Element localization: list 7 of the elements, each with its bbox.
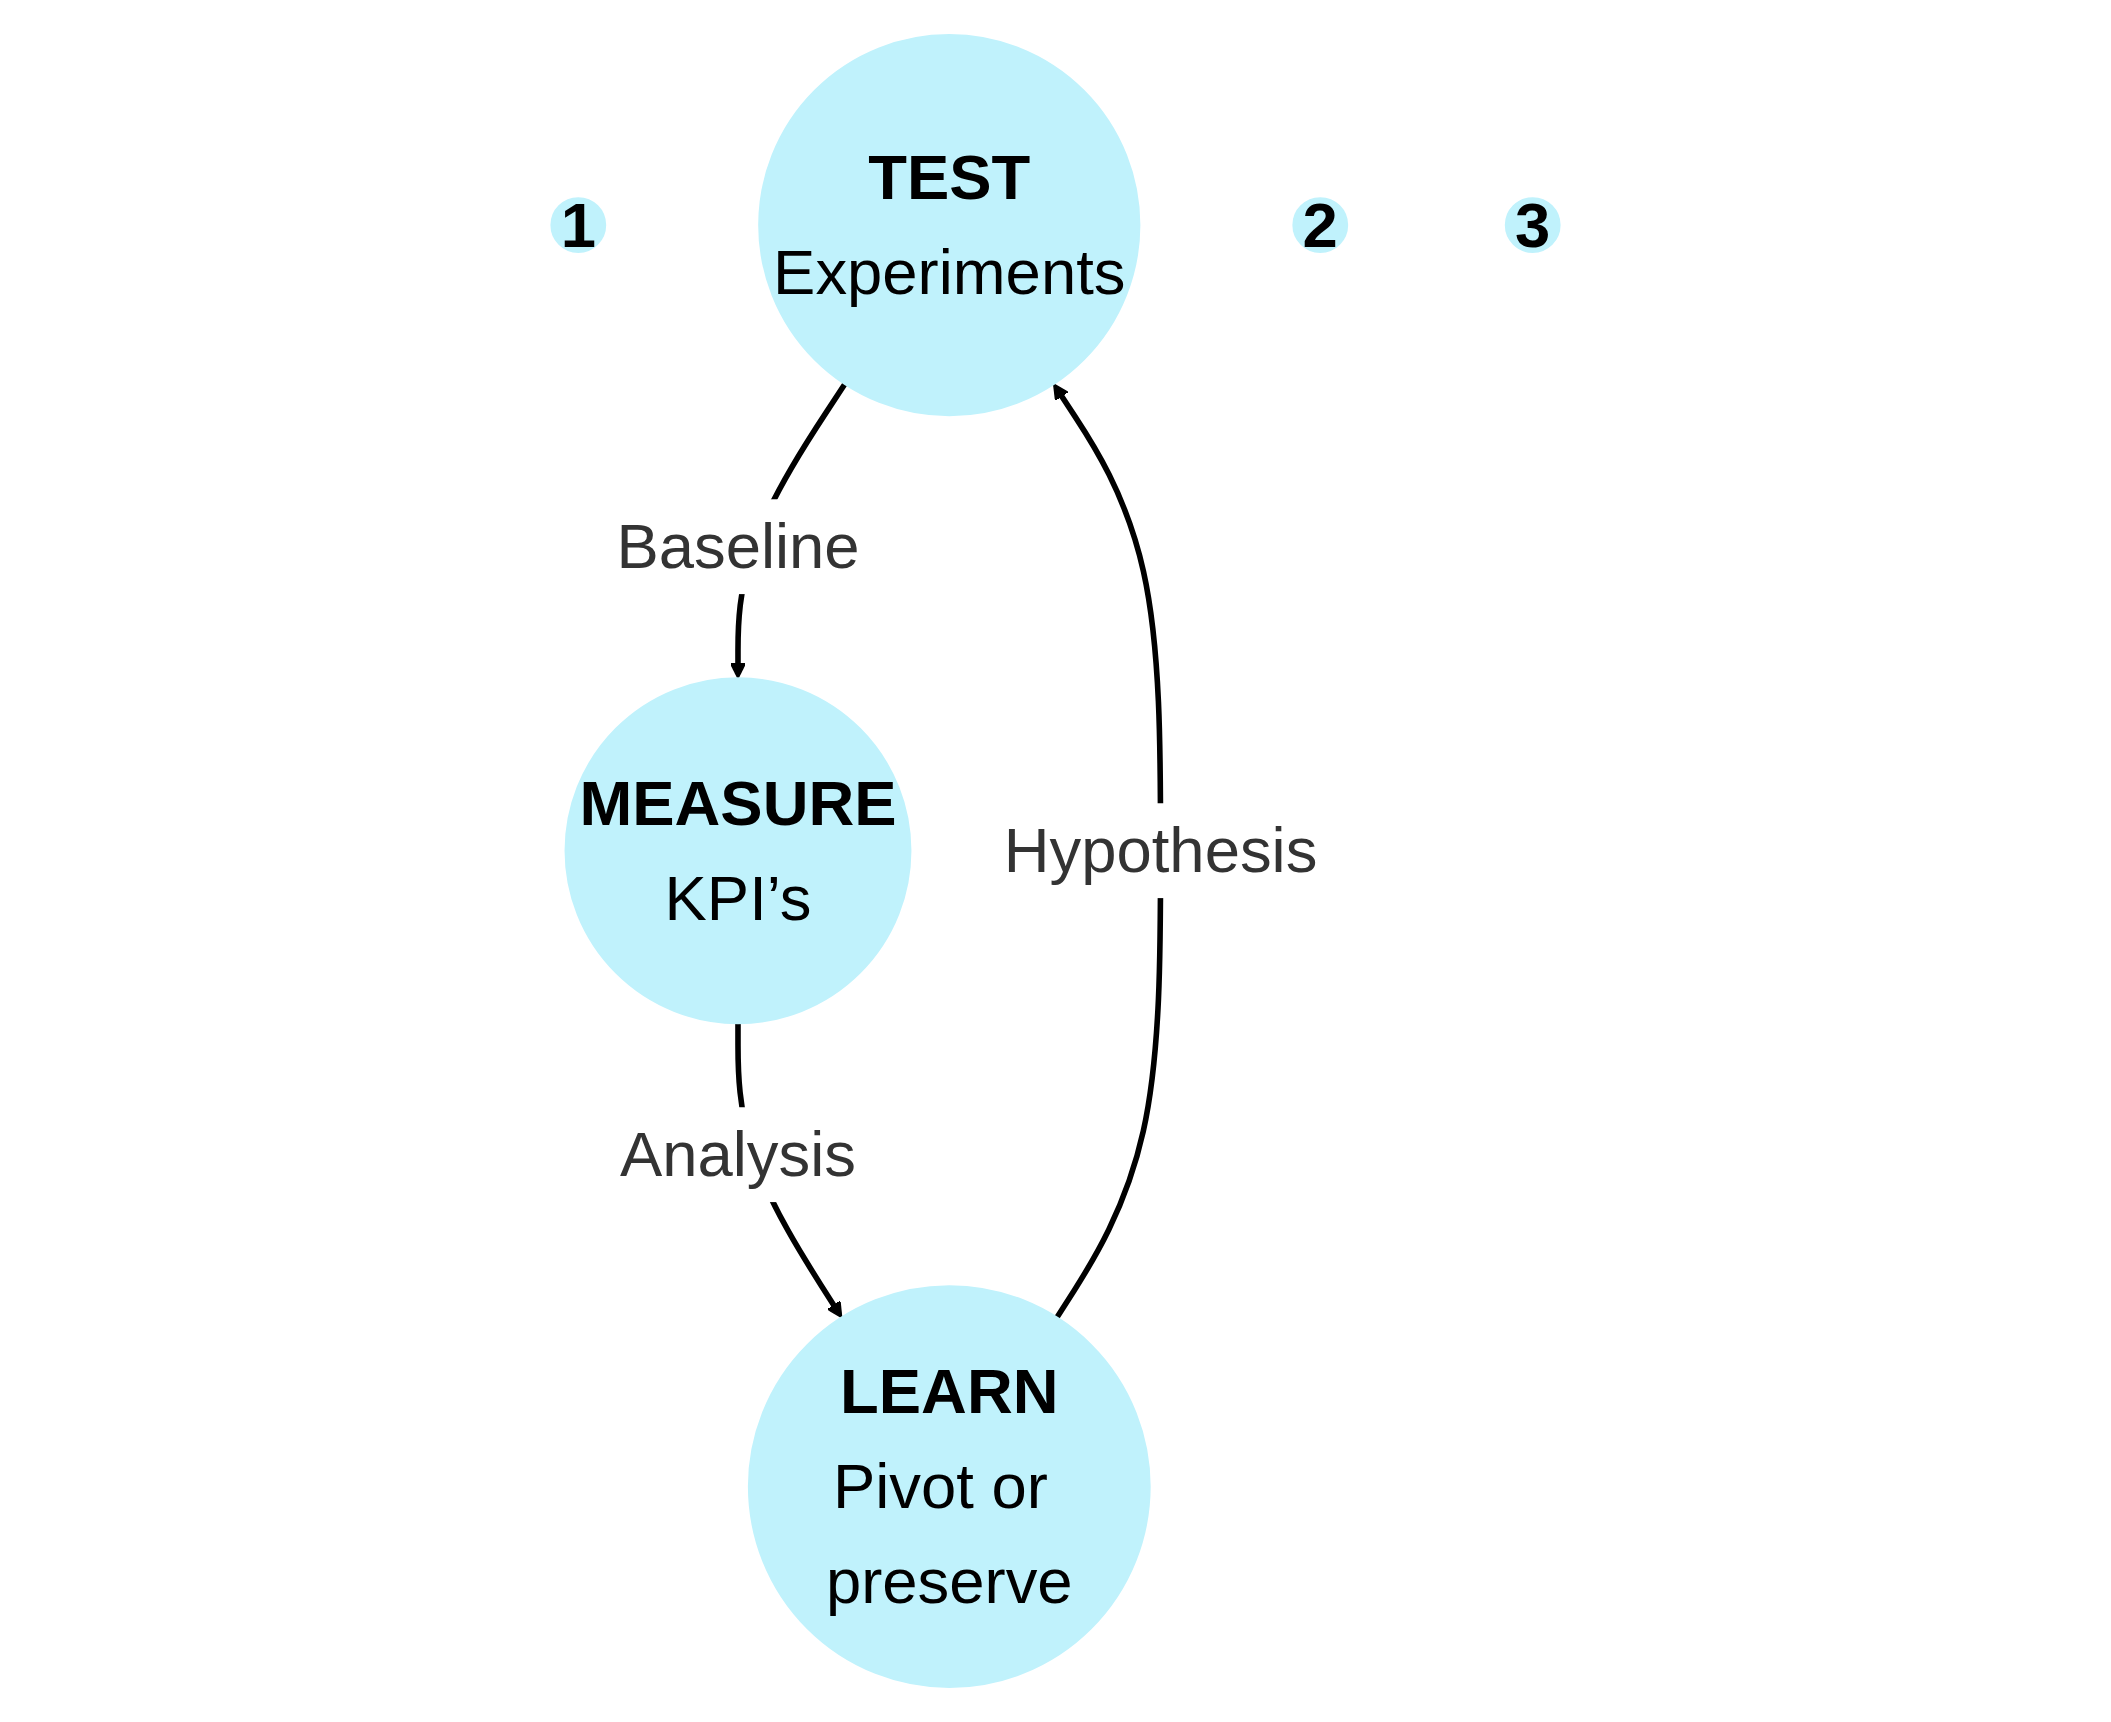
node-circle: LEARN Pivot or preserve	[747, 1285, 1151, 1688]
edge-label: Analysis	[619, 1118, 857, 1190]
edge-label: Baseline	[616, 510, 860, 582]
arrow	[1052, 383, 1164, 1319]
edge-label: Hypothesis	[1003, 814, 1318, 886]
node-circle: TEST Experiments	[758, 34, 1141, 417]
node-circle: MEASURE KPI’s	[564, 677, 912, 1025]
